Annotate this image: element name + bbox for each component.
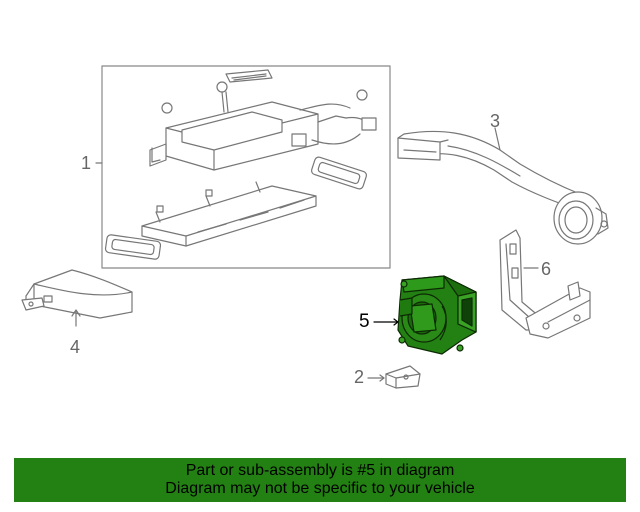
part-1-group-box [101, 65, 391, 269]
callout-1: 1 [81, 153, 92, 173]
part-1-tray [141, 181, 317, 247]
part-1-module [149, 69, 377, 171]
part-1-seals [104, 156, 368, 260]
part-2-fastener [367, 365, 421, 389]
callout-2: 2 [354, 367, 365, 387]
banner-line-2: Diagram may not be specific to your vehi… [165, 480, 475, 497]
callout-5: 5 [359, 311, 370, 332]
part-6-bracket [499, 229, 591, 339]
callout-6: 6 [541, 259, 552, 279]
part-4-cover [21, 269, 133, 327]
callout-3: 3 [490, 111, 501, 131]
info-banner: Part or sub-assembly is #5 in diagram Di… [14, 458, 626, 502]
part-3-air-duct [397, 127, 609, 245]
part-5-blower-highlighted [397, 275, 477, 355]
banner-line-1: Part or sub-assembly is #5 in diagram [185, 462, 455, 479]
parts-diagram [21, 65, 609, 389]
callout-4: 4 [70, 337, 81, 357]
